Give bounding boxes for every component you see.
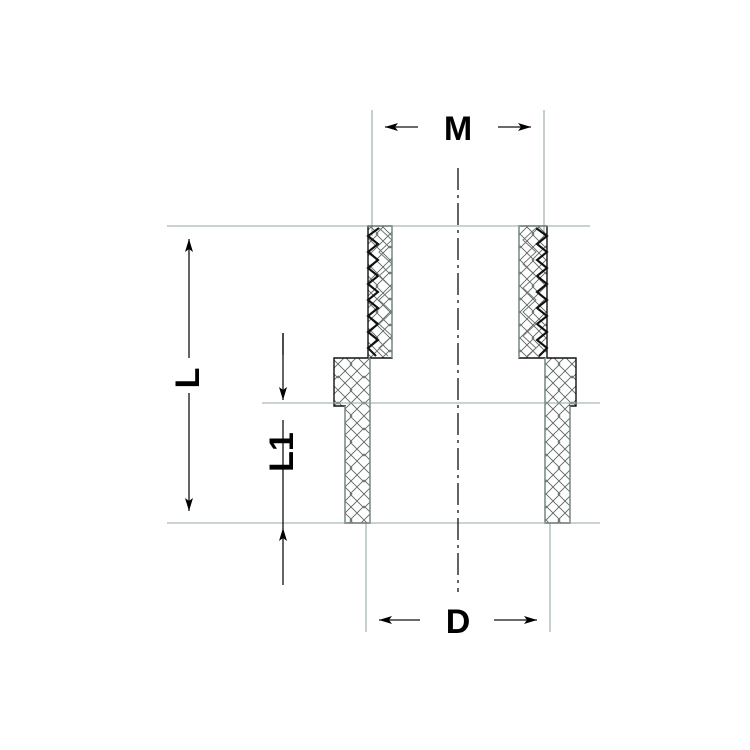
thread-crest-left bbox=[378, 227, 393, 357]
dimension-L1: L1 bbox=[263, 333, 301, 585]
dimension-L: L bbox=[169, 239, 207, 511]
dimension-label-M: M bbox=[444, 110, 472, 148]
thread-profile-left bbox=[366, 227, 380, 357]
dimension-label-D: D bbox=[446, 603, 471, 641]
dimension-label-L1: L1 bbox=[263, 432, 301, 472]
right-wall-section bbox=[518, 225, 577, 524]
left-wall-section bbox=[333, 225, 393, 524]
thread-crest-right bbox=[522, 227, 537, 357]
dimension-M: M bbox=[385, 110, 531, 148]
fitting-cross-section bbox=[300, 225, 600, 524]
dimension-label-L: L bbox=[169, 368, 207, 389]
thread-profile-right bbox=[535, 227, 549, 357]
dimension-D: D bbox=[379, 603, 537, 641]
bore-outline bbox=[300, 225, 600, 524]
